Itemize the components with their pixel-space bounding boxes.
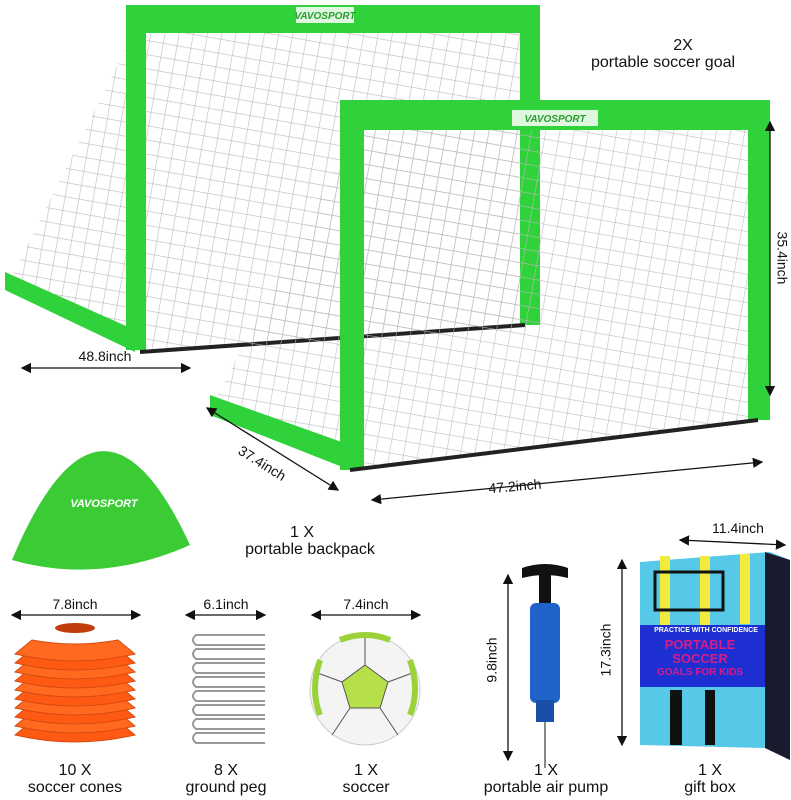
goal-width: 48.8inch bbox=[78, 348, 132, 364]
pegs-size: 6.1inch bbox=[203, 596, 249, 612]
giftbox-height: 17.3inch bbox=[597, 623, 614, 677]
peg bbox=[192, 662, 265, 674]
pump-size: 9.8inch bbox=[483, 637, 500, 683]
goal-name: portable soccer goal bbox=[590, 54, 736, 71]
peg bbox=[192, 690, 265, 702]
backpack-name: portable backpack bbox=[245, 541, 375, 558]
brand-logo: VAVOSPORT bbox=[294, 11, 356, 22]
gift-box bbox=[640, 552, 790, 760]
cones-size: 7.8inch bbox=[52, 596, 98, 612]
air-pump bbox=[522, 564, 568, 768]
giftbox-title-line: SOCCER bbox=[672, 651, 728, 666]
peg bbox=[192, 718, 265, 730]
giftbox-quantity: 1 X bbox=[697, 762, 723, 779]
giftbox-title-line: GOALS FOR KIDS bbox=[656, 667, 744, 678]
pegs-name: ground peg bbox=[185, 779, 267, 796]
giftbox-width: 11.4inch bbox=[712, 520, 764, 536]
backpack-cone: VAVOSPORT bbox=[12, 451, 190, 570]
svg-text:VAVOSPORT: VAVOSPORT bbox=[524, 114, 586, 125]
peg bbox=[192, 704, 265, 716]
goal-height: 35.4inch bbox=[774, 231, 791, 285]
peg bbox=[192, 634, 265, 646]
backpack-quantity: 1 X bbox=[289, 524, 315, 541]
soccer-cones bbox=[13, 623, 137, 743]
pump-quantity: 1 X bbox=[533, 762, 559, 779]
ball-quantity: 1 X bbox=[353, 762, 379, 779]
ball-name: soccer bbox=[342, 779, 390, 796]
peg bbox=[192, 648, 265, 660]
ball-size: 7.4inch bbox=[343, 596, 389, 612]
dimension-arrows bbox=[10, 120, 787, 762]
pump-name: portable air pump bbox=[483, 779, 609, 796]
cone bbox=[13, 639, 137, 662]
soccer-ball bbox=[309, 632, 421, 746]
giftbox-title-line: PORTABLE bbox=[664, 637, 736, 652]
goal-quantity: 2X bbox=[673, 37, 693, 54]
giftbox-title: PORTABLE SOCCER GOALS FOR KIDS bbox=[657, 638, 743, 680]
svg-text:VAVOSPORT: VAVOSPORT bbox=[70, 498, 139, 510]
peg bbox=[192, 732, 265, 744]
giftbox-name: gift box bbox=[684, 779, 736, 796]
cones-name: soccer cones bbox=[27, 779, 123, 796]
cones-quantity: 10 X bbox=[58, 762, 92, 779]
giftbox-tagline: PRACTICE WITH CONFIDENCE bbox=[654, 627, 758, 634]
ground-pegs bbox=[192, 634, 265, 744]
peg bbox=[192, 676, 265, 688]
cone-top bbox=[55, 623, 95, 633]
pegs-quantity: 8 X bbox=[213, 762, 239, 779]
